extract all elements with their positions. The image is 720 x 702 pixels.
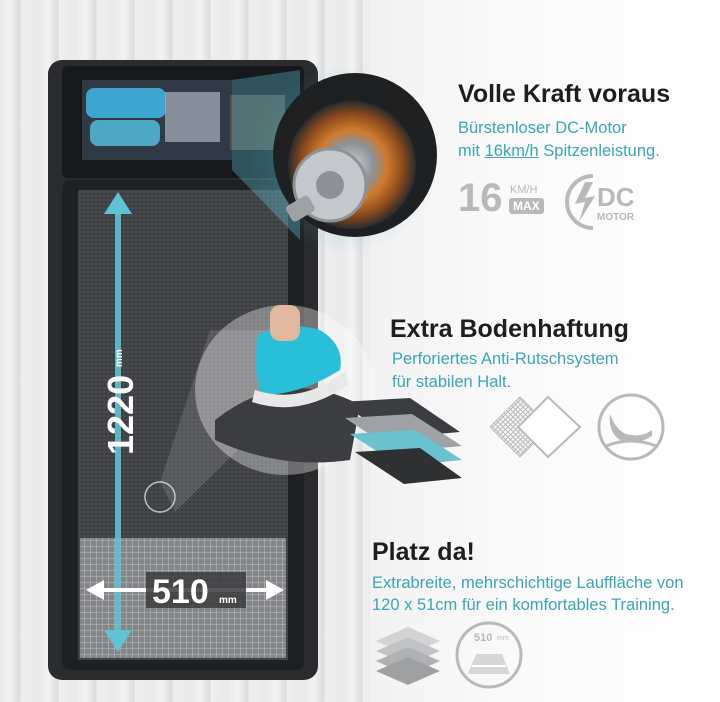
motor-heading: Volle Kraft voraus — [458, 80, 671, 108]
width-value: 510 — [152, 573, 209, 611]
motor-line2: mit 16km/h Spitzenleistung. — [458, 141, 660, 162]
speed-max-badge: MAX — [509, 198, 544, 214]
length-value: 1220 — [100, 375, 141, 455]
width-unit: mm — [219, 595, 237, 606]
space-line2: 120 x 51cm für ein komfortables Training… — [372, 596, 675, 614]
width-badge-icon — [455, 621, 523, 689]
shoe-grip-icon — [597, 393, 665, 461]
width-badge-unit: mm — [497, 635, 509, 642]
speed-unit: KM/H — [510, 184, 538, 196]
motor-line2-pre: mit — [458, 142, 485, 160]
grip-line2: für stabilen Halt. — [392, 373, 512, 391]
space-heading: Platz da! — [372, 538, 475, 566]
shoe-magnifier — [195, 305, 375, 475]
mat-layers — [340, 398, 462, 484]
motor-line1: Bürstenloser DC-Motor — [458, 119, 627, 137]
layers-icon — [376, 627, 440, 685]
speed-value: 16 — [458, 176, 503, 220]
width-arrow — [86, 572, 284, 608]
length-arrow — [104, 192, 132, 652]
grip-heading: Extra Bodenhaftung — [390, 315, 629, 343]
grip-line1: Perforiertes Anti-Rutschsystem — [392, 350, 619, 368]
perforation-icon — [489, 395, 582, 459]
dc-sub: MOTOR — [597, 212, 635, 223]
motor-speed-highlight: 16km/h — [484, 142, 539, 160]
space-line1: Extrabreite, mehrschichtige Lauffläche v… — [372, 574, 684, 592]
dc-label: DC — [597, 182, 635, 212]
dc-motor-icon — [565, 174, 595, 230]
motor-magnifier — [232, 65, 440, 255]
width-badge-value: 510 — [474, 632, 493, 644]
motor-line2-post: Spitzenleistung. — [538, 142, 660, 160]
length-unit: mm — [114, 349, 125, 367]
